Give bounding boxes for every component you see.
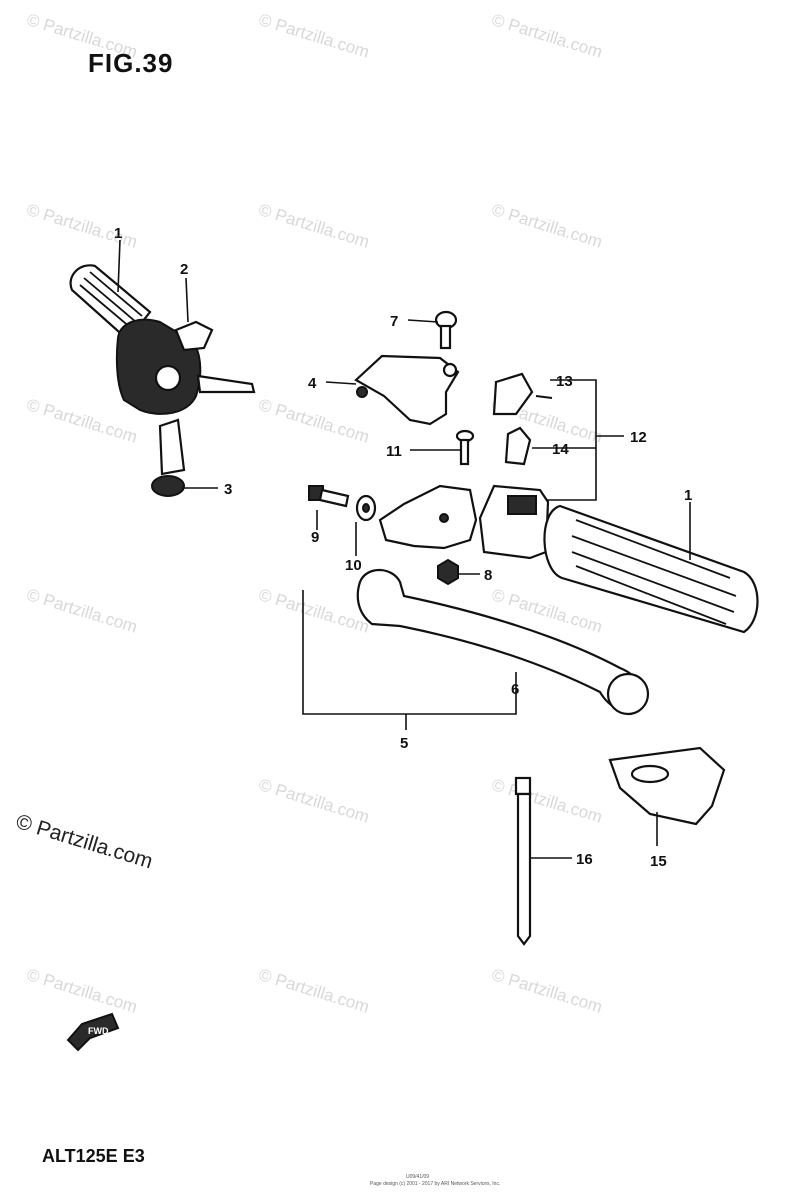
throttle-cable-end [151,418,186,497]
cover-15 [608,746,726,826]
callout-13: 13 [556,373,573,390]
cable-strap-16 [514,776,532,946]
leader-lines [117,239,691,859]
forward-label: FWD [88,1026,109,1036]
lever-6 [356,568,650,716]
callout-11: 11 [386,443,402,460]
left-grip-assembly [69,264,256,415]
callout-12: 12 [630,429,647,446]
callout-14: 14 [552,441,569,458]
callout-10: 10 [345,557,362,574]
callout-15: 15 [650,853,667,870]
callout-1-right: 1 [684,487,692,504]
callout-5: 5 [400,735,408,752]
lever-holder-top [354,354,460,426]
bolt-9 [308,485,350,508]
switch-housing-12 [478,484,550,560]
callout-4: 4 [308,375,317,392]
switch-knob-13 [492,372,553,416]
nut-8 [437,558,459,586]
callouts: 1 2 3 4 5 6 7 8 9 10 11 12 13 14 1 15 16 [114,225,692,870]
callout-7: 7 [390,313,398,330]
switch-14 [504,426,532,466]
callout-8: 8 [484,567,492,584]
callout-6: 6 [511,681,519,698]
bolt-7 [434,310,458,350]
callout-1-left: 1 [114,225,122,242]
model-code: ALT125E E3 [42,1146,145,1166]
washer-10 [355,494,377,522]
callout-9: 9 [311,529,319,546]
callout-3: 3 [224,481,232,498]
screw-11 [455,429,475,466]
lever-holder-bottom [378,484,478,550]
figure-title: FIG.39 [88,48,174,78]
forward-arrow-icon: FWD [66,1012,120,1052]
callout-16: 16 [576,851,593,868]
page-code: U09/41/09 [406,1174,430,1180]
callout-2: 2 [180,261,188,278]
copyright-line: Page design (c) 2001 - 2017 by ARI Netwo… [370,1181,501,1187]
right-grip [543,504,759,634]
